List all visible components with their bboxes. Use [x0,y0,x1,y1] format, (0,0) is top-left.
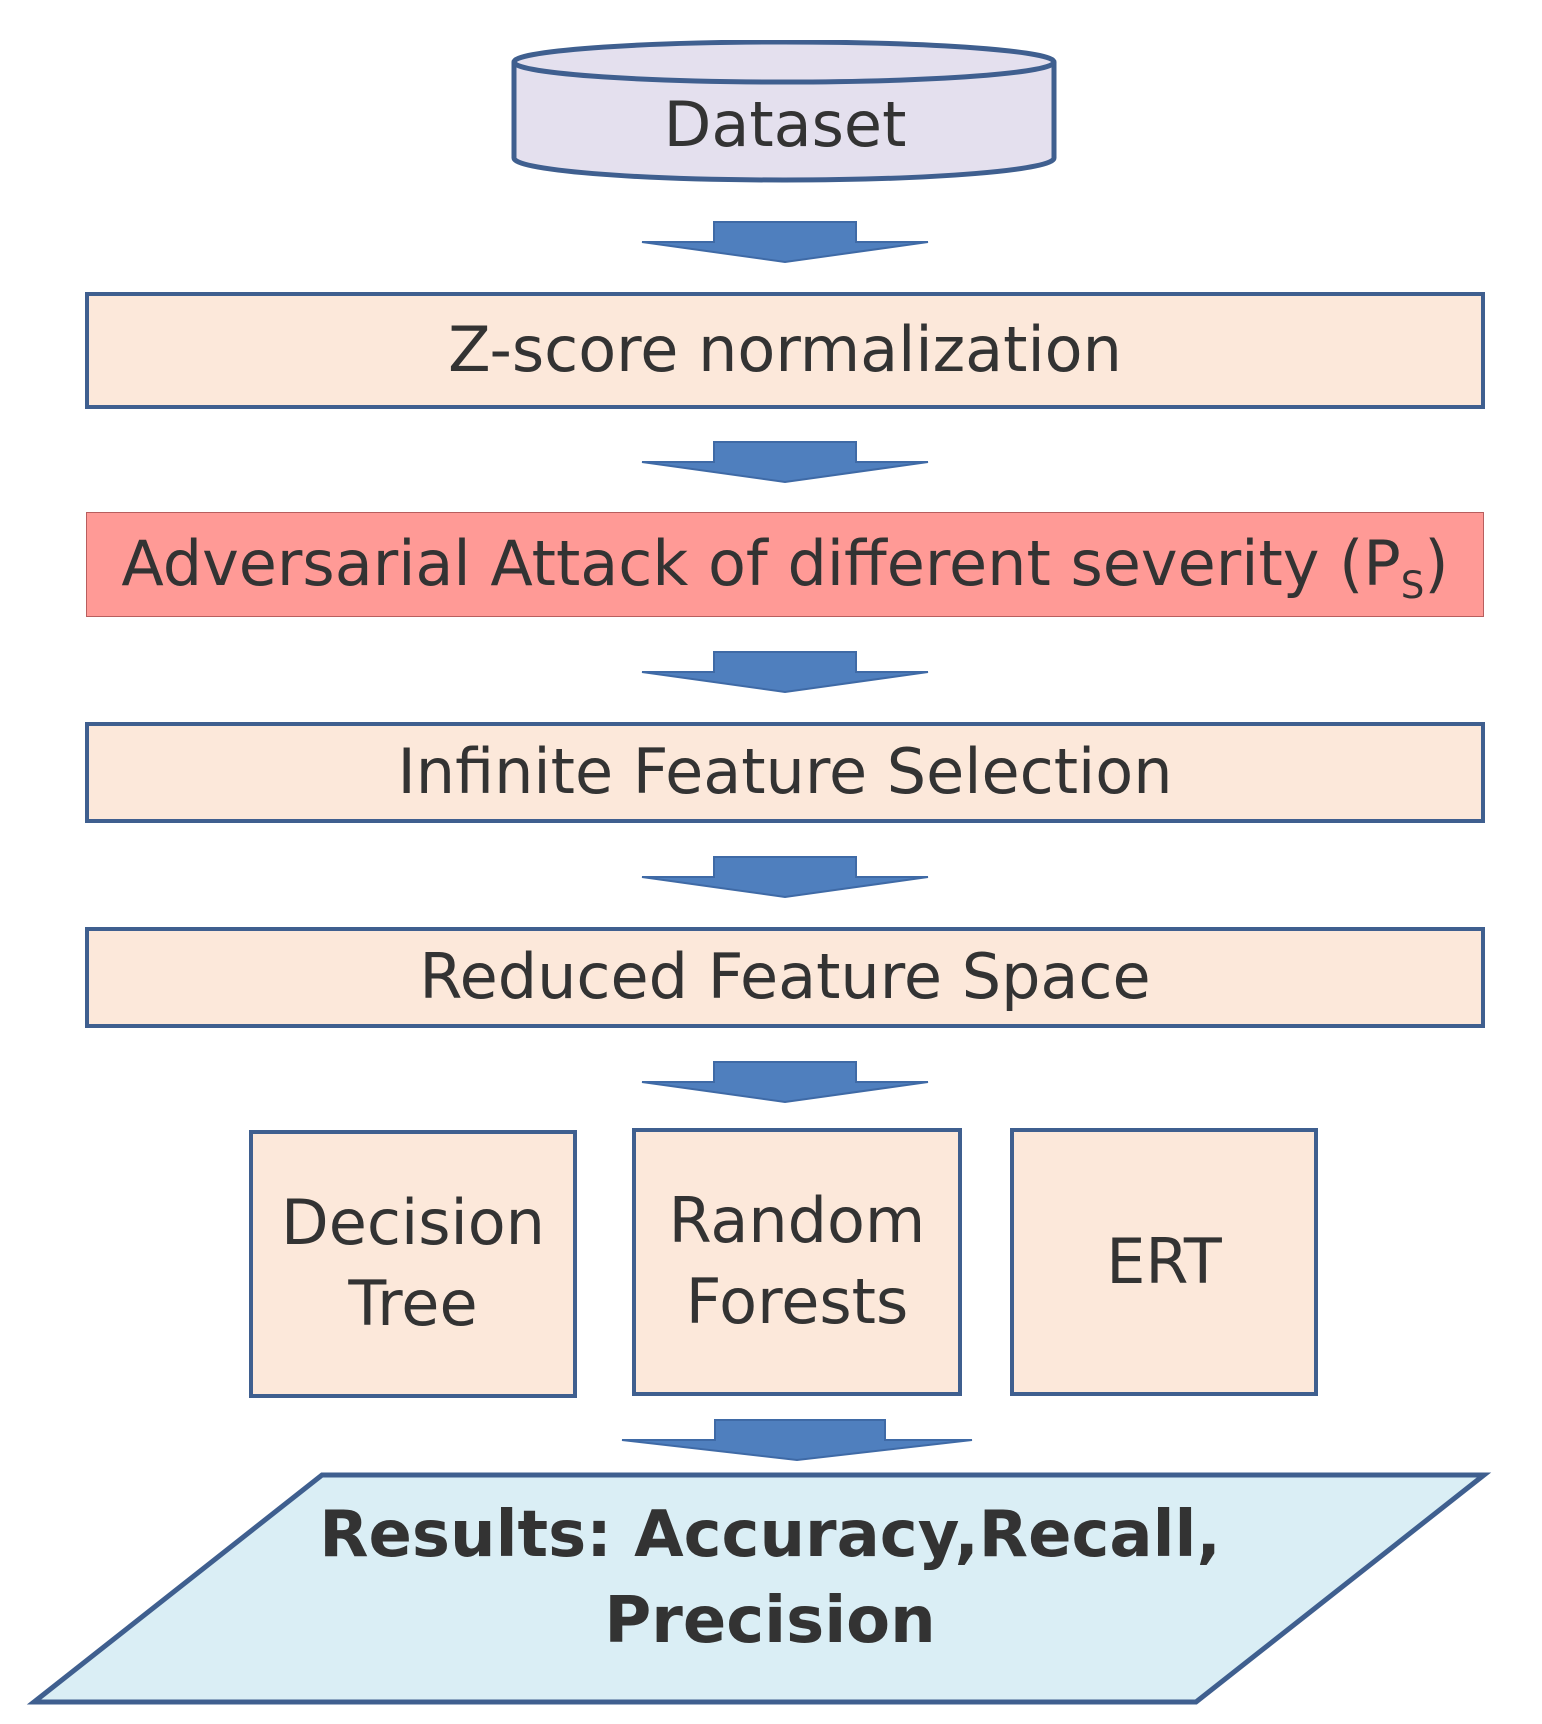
reduced-feature-space-label: Reduced Feature Space [419,940,1151,1014]
random-forests-label: Random Forests [668,1184,926,1338]
adversarial-attack-label: Adversarial Attack of different severity… [121,527,1449,608]
reduced-feature-space-box: Reduced Feature Space [85,927,1485,1028]
dataset-label: Dataset [663,88,907,161]
ert-box: ERT [1010,1128,1318,1396]
arrow-down-icon [621,1419,973,1462]
zscore-normalization-box: Z-score normalization [85,292,1485,409]
zscore-label: Z-score normalization [448,313,1122,387]
arrow-down-icon [641,221,929,264]
dataset-cylinder [511,40,1057,183]
arrow-down-icon [641,441,929,484]
arrow-down-icon [641,651,929,694]
results-label: Results: Accuracy,Recall, Precision [319,1498,1221,1659]
decision-tree-box: Decision Tree [249,1130,577,1398]
arrow-down-icon [641,1061,929,1104]
decision-tree-label: Decision Tree [281,1186,545,1340]
ert-label: ERT [1106,1224,1222,1298]
infinite-feature-selection-box: Infinite Feature Selection [85,722,1485,823]
adversarial-attack-box: Adversarial Attack of different severity… [86,512,1484,617]
severity-subscript: S [1400,563,1425,608]
infinite-feature-selection-label: Infinite Feature Selection [397,735,1173,809]
arrow-down-icon [641,856,929,899]
results-parallelogram [26,1472,1492,1705]
random-forests-box: Random Forests [632,1128,962,1396]
